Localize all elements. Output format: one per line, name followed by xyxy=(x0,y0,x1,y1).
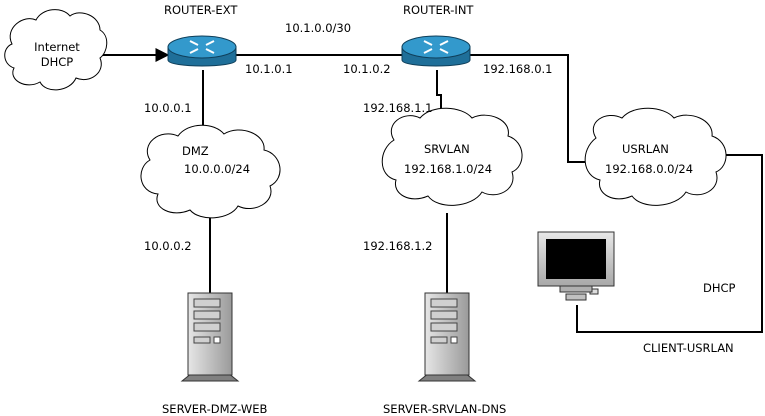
cloud-shape xyxy=(4,9,108,91)
server-dns-icon xyxy=(417,292,477,382)
router-ext-dmz-ip: 10.0.0.1 xyxy=(144,101,192,115)
cloud-shape xyxy=(140,124,281,219)
cloud-dmz: DMZ 10.0.0.0/24 xyxy=(140,124,281,219)
links xyxy=(96,48,763,333)
cloud-internet: Internet DHCP xyxy=(4,9,108,91)
dns-server-ip: 192.168.1.2 xyxy=(363,239,433,253)
monitor-stand xyxy=(559,285,593,293)
cloud-shape xyxy=(381,107,523,206)
router-int-transit-ip: 10.1.0.2 xyxy=(343,62,391,76)
server-led xyxy=(450,336,458,344)
cloud-usrlan-subnet: 192.168.0.0/24 xyxy=(605,162,693,176)
router-arrows-icon xyxy=(423,40,449,54)
router-int-srvlan-ip: 192.168.1.1 xyxy=(363,101,433,115)
client-monitor-icon xyxy=(537,231,615,301)
router-ext-label: ROUTER-EXT xyxy=(164,3,238,17)
server-bay xyxy=(193,310,221,320)
cloud-usrlan: USRLAN 192.168.0.0/24 xyxy=(584,107,727,206)
web-server-ip: 10.0.0.2 xyxy=(144,239,192,253)
cloud-srvlan: SRVLAN 192.168.1.0/24 xyxy=(381,107,523,206)
transit-network-label: 10.1.0.0/30 xyxy=(285,21,351,35)
router-ext-transit-ip: 10.1.0.1 xyxy=(245,62,293,76)
cloud-dmz-subnet: 10.0.0.0/24 xyxy=(184,162,250,176)
client-name: CLIENT-USRLAN xyxy=(643,341,734,355)
server-bay xyxy=(193,298,221,308)
router-int xyxy=(401,35,471,67)
cloud-srvlan-subnet: 192.168.1.0/24 xyxy=(404,162,492,176)
monitor-foot xyxy=(565,293,587,301)
server-led xyxy=(213,336,221,344)
router-int-label: ROUTER-INT xyxy=(403,3,474,17)
monitor-screen xyxy=(546,239,606,279)
server-bay xyxy=(430,322,458,332)
server-web-icon xyxy=(180,292,240,382)
cloud-shape xyxy=(584,107,727,206)
router-arrows-icon xyxy=(189,40,215,54)
server-bay xyxy=(430,298,458,308)
server-web-name: SERVER-DMZ-WEB xyxy=(162,402,268,416)
cloud-srvlan-name: SRVLAN xyxy=(424,142,470,156)
server-bay xyxy=(430,310,458,320)
link-router-int-srvlan xyxy=(436,70,442,118)
router-top xyxy=(167,35,237,59)
cloud-usrlan-name: USRLAN xyxy=(622,142,669,156)
router-int-usrlan-ip: 192.168.0.1 xyxy=(483,62,553,76)
client-ip: DHCP xyxy=(703,281,736,295)
cloud-dmz-name: DMZ xyxy=(182,144,209,158)
link-usrlan-client xyxy=(576,154,763,333)
server-dns-name: SERVER-SRVLAN-DNS xyxy=(383,402,506,416)
server-bay xyxy=(193,322,221,332)
cloud-internet-name: Internet xyxy=(34,40,80,54)
link-router-int-usrlan xyxy=(468,54,588,163)
router-ext xyxy=(167,35,237,67)
cloud-internet-address: DHCP xyxy=(41,55,74,69)
server-bay xyxy=(193,336,211,344)
router-top xyxy=(401,35,471,59)
server-bay xyxy=(430,336,448,344)
